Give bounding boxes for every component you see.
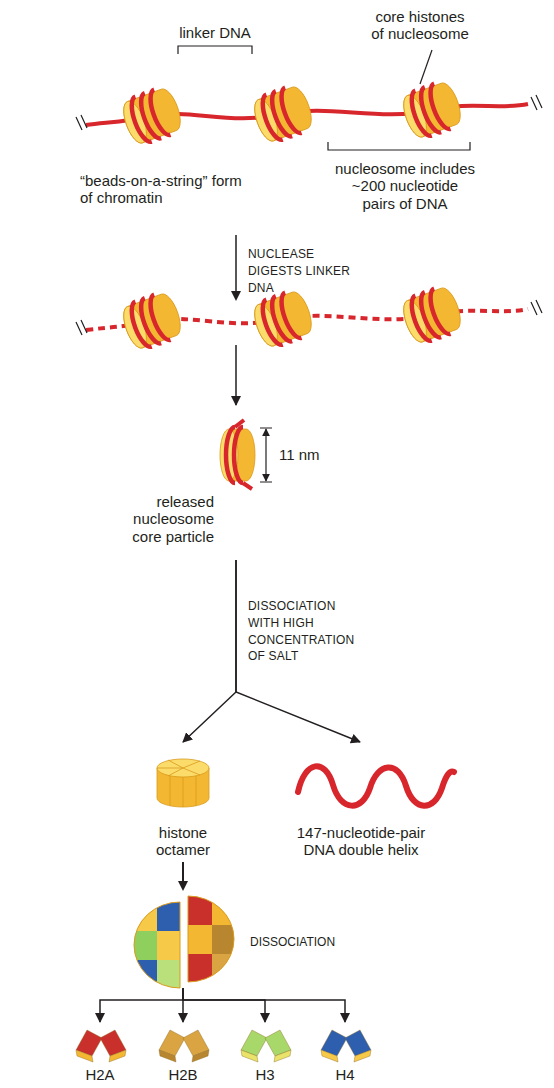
flow-arrow: [235, 235, 237, 405]
arrow-head: [231, 291, 241, 301]
stage-box: H2A: [70, 1022, 130, 1086]
nucleosome-bead: [398, 78, 465, 142]
stage-box: H4: [315, 1022, 375, 1086]
h2b-piece: [183, 1030, 209, 1062]
nucleosome-bead: [118, 84, 185, 148]
digested-chromatin: [76, 283, 542, 353]
h2b-piece: [159, 1030, 185, 1062]
dna-tail: [235, 420, 252, 489]
h2a-piece: [100, 1030, 126, 1062]
stage-box: histone octamer: [143, 742, 223, 862]
nucleosome-bead: [118, 289, 185, 353]
flow-arrow: [182, 862, 184, 1022]
octamer-half: [188, 896, 236, 983]
callout-label: nucleosome includes ~200 nucleotide pair…: [334, 160, 476, 212]
histone-cell: [130, 902, 157, 931]
caption-text: H2B: [153, 1066, 213, 1083]
histone-cell: [212, 954, 236, 983]
octamer-half: [130, 902, 181, 989]
stage-box: H3: [235, 1022, 295, 1086]
flow-arrow: [100, 862, 183, 1022]
octamer-half-outline: [134, 902, 180, 988]
arrow-label: DISSOCIATION WITH HIGH CONCENTRATION OF …: [248, 598, 356, 665]
nucleosome-bracket: [328, 142, 470, 150]
octamer-top: [157, 759, 209, 777]
core-particle: [220, 420, 255, 489]
flow-arrow: [183, 560, 236, 742]
h4-piece: [345, 1030, 371, 1062]
caption-text: H3: [235, 1066, 295, 1083]
callout-label: 11 nm: [279, 446, 329, 463]
linker-bracket: [178, 46, 252, 54]
h3-piece: [265, 1030, 291, 1062]
flow-arrow: [236, 560, 360, 742]
stage-box: 147-nucleotide-pair DNA double helix: [288, 742, 455, 862]
caption-text: H4: [315, 1066, 375, 1083]
arrow-label: NUCLEASE DIGESTS LINKER DNA: [248, 246, 356, 296]
dimension-tick: [260, 428, 272, 482]
octamer-half-outline: [188, 896, 234, 982]
histone-octamer: [157, 759, 209, 807]
histone-cell: [157, 931, 181, 960]
callout-label: core histones of nucleosome: [368, 8, 472, 43]
callout-label: linker DNA: [165, 24, 265, 41]
octamer-seam: [157, 760, 200, 776]
caption-text: 147-nucleotide-pair DNA double helix: [291, 824, 431, 859]
dimension-arrow: [265, 429, 266, 481]
histone-cell: [212, 896, 236, 925]
arrow-head: [178, 881, 188, 891]
leader-line: [420, 50, 432, 84]
nucleosome-bead: [398, 283, 465, 347]
caption-text: released nucleosome core particle: [128, 493, 214, 545]
callout-label: DISSOCIATION: [250, 936, 360, 950]
octamer-seam: [170, 776, 196, 807]
histone-cell: [188, 954, 212, 983]
caption-text: H2A: [70, 1066, 130, 1083]
h4-piece: [321, 1030, 347, 1062]
caption-text: histone octamer: [145, 824, 221, 859]
stage-box: H2B: [153, 1022, 213, 1086]
histone-cell: [130, 960, 157, 989]
dna-double-helix: [298, 766, 454, 806]
dna-wrap: [234, 427, 243, 483]
h3-piece: [241, 1030, 267, 1062]
chromatin-string: [76, 78, 542, 148]
nucleosome-bead: [249, 287, 316, 351]
nucleosome-bead: [249, 82, 316, 146]
h2a-piece: [76, 1030, 102, 1062]
histone-cell: [188, 925, 212, 954]
stage-box: released nucleosome core particle: [128, 405, 270, 560]
caption-text: “beads-on-a-string” form of chromatin: [80, 172, 245, 207]
